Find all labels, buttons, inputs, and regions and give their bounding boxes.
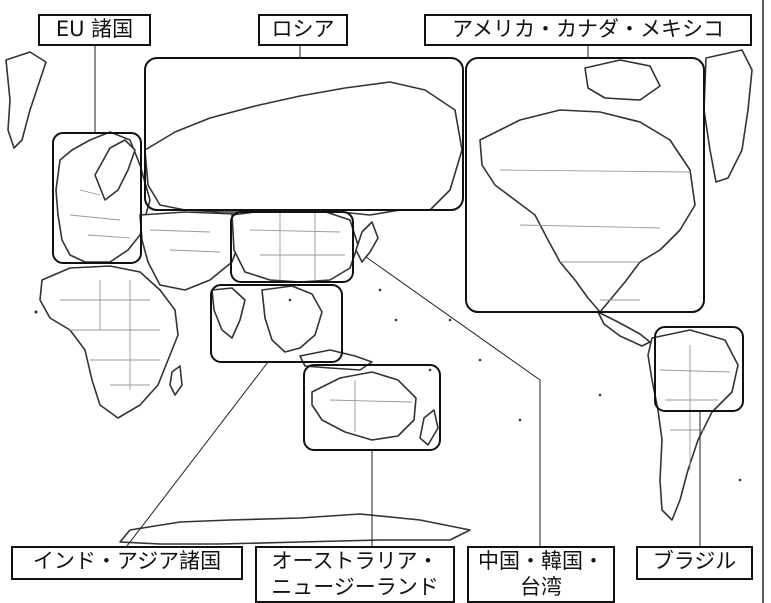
label-brazil[interactable]: ブラジル <box>636 546 753 580</box>
indonesia-landmass <box>299 349 373 371</box>
antarctica-landmass <box>119 513 471 545</box>
region-box-india-asia[interactable] <box>210 284 343 363</box>
region-box-brazil[interactable] <box>654 326 744 412</box>
south-america-landmass <box>647 329 739 521</box>
region-box-china-korea-taiwan[interactable] <box>230 211 354 283</box>
label-china-korea-taiwan-line2: 台湾 <box>520 575 562 599</box>
label-oceania[interactable]: オーストラリア・ ニュージーランド <box>255 546 455 603</box>
label-oceania-line1: オーストラリア・ <box>271 549 439 573</box>
australia-landmass <box>311 371 417 441</box>
label-russia-text: ロシア <box>271 17 335 41</box>
leader-line-india-asia <box>126 361 269 547</box>
label-north-america[interactable]: アメリカ・カナダ・メキシコ <box>424 14 752 46</box>
scandinavia-landmass <box>94 139 136 201</box>
russia-landmass <box>144 81 463 216</box>
region-box-russia[interactable] <box>144 57 464 211</box>
label-china-korea-taiwan[interactable]: 中国・韓国・ 台湾 <box>467 546 615 603</box>
greenland-right-landmass <box>703 49 753 183</box>
label-north-america-text: アメリカ・カナダ・メキシコ <box>452 17 724 41</box>
label-china-korea-taiwan-line1: 中国・韓国・ <box>478 549 604 573</box>
southeast-asia-landmass <box>261 285 323 353</box>
new-zealand-landmass <box>419 409 439 446</box>
small-islands <box>34 288 742 482</box>
label-russia[interactable]: ロシア <box>258 14 348 46</box>
madagascar-landmass <box>169 365 183 396</box>
japan-landmass <box>355 221 379 263</box>
region-box-eu[interactable] <box>52 132 142 264</box>
label-india-asia-text: インド・アジア諸国 <box>32 549 222 573</box>
region-box-north-america[interactable] <box>465 57 705 313</box>
label-india-asia[interactable]: インド・アジア諸国 <box>11 546 243 580</box>
north-america-landmass <box>479 109 696 313</box>
leader-line-china-korea-taiwan <box>365 256 541 546</box>
china-landmass <box>231 209 359 283</box>
label-eu[interactable]: EU 諸国 <box>38 14 151 46</box>
greenland-left-landmass <box>5 51 47 149</box>
india-landmass <box>211 287 246 339</box>
label-brazil-text: ブラジル <box>652 549 737 573</box>
label-eu-text: EU 諸国 <box>55 17 134 41</box>
arctic-islands-landmass <box>584 59 661 101</box>
central-america-landmass <box>597 311 651 347</box>
africa-landmass <box>39 265 179 419</box>
country-borders <box>60 169 731 470</box>
label-oceania-line2: ニュージーランド <box>271 575 439 599</box>
